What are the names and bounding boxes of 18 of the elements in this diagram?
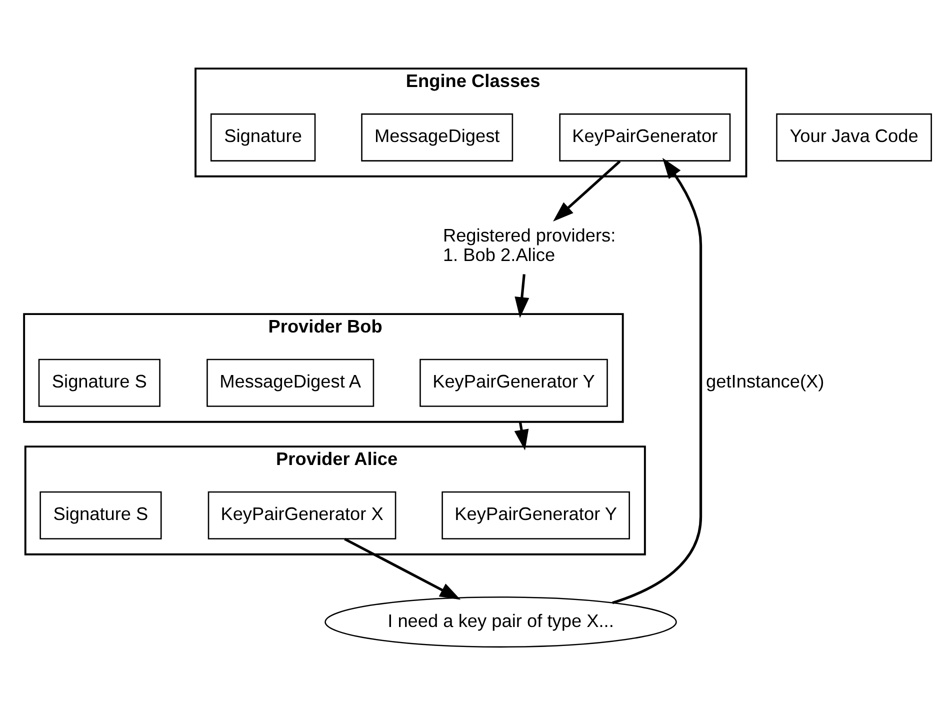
node-ellipse: I need a key pair of type X... <box>324 596 677 648</box>
node-box: MessageDigest A <box>206 358 374 407</box>
node-box: MessageDigest <box>361 113 514 162</box>
node-box: KeyPairGenerator Y <box>420 358 608 407</box>
arrow <box>514 274 530 318</box>
node-box: KeyPairGenerator X <box>208 491 396 540</box>
node-box: Signature <box>210 113 316 162</box>
arrow <box>553 160 621 222</box>
arrow <box>514 422 529 450</box>
node-box: Signature S <box>38 358 160 407</box>
arrow <box>612 158 702 604</box>
node-text: Registered providers: 1. Bob 2.Alice <box>442 226 616 266</box>
node-box: Your Java Code <box>776 113 932 162</box>
arrow <box>344 538 461 600</box>
node-box: Signature S <box>40 491 162 540</box>
node-box: KeyPairGenerator Y <box>442 491 630 540</box>
edge-label: getInstance(X) <box>706 372 824 392</box>
node-box: KeyPairGenerator <box>559 113 731 162</box>
